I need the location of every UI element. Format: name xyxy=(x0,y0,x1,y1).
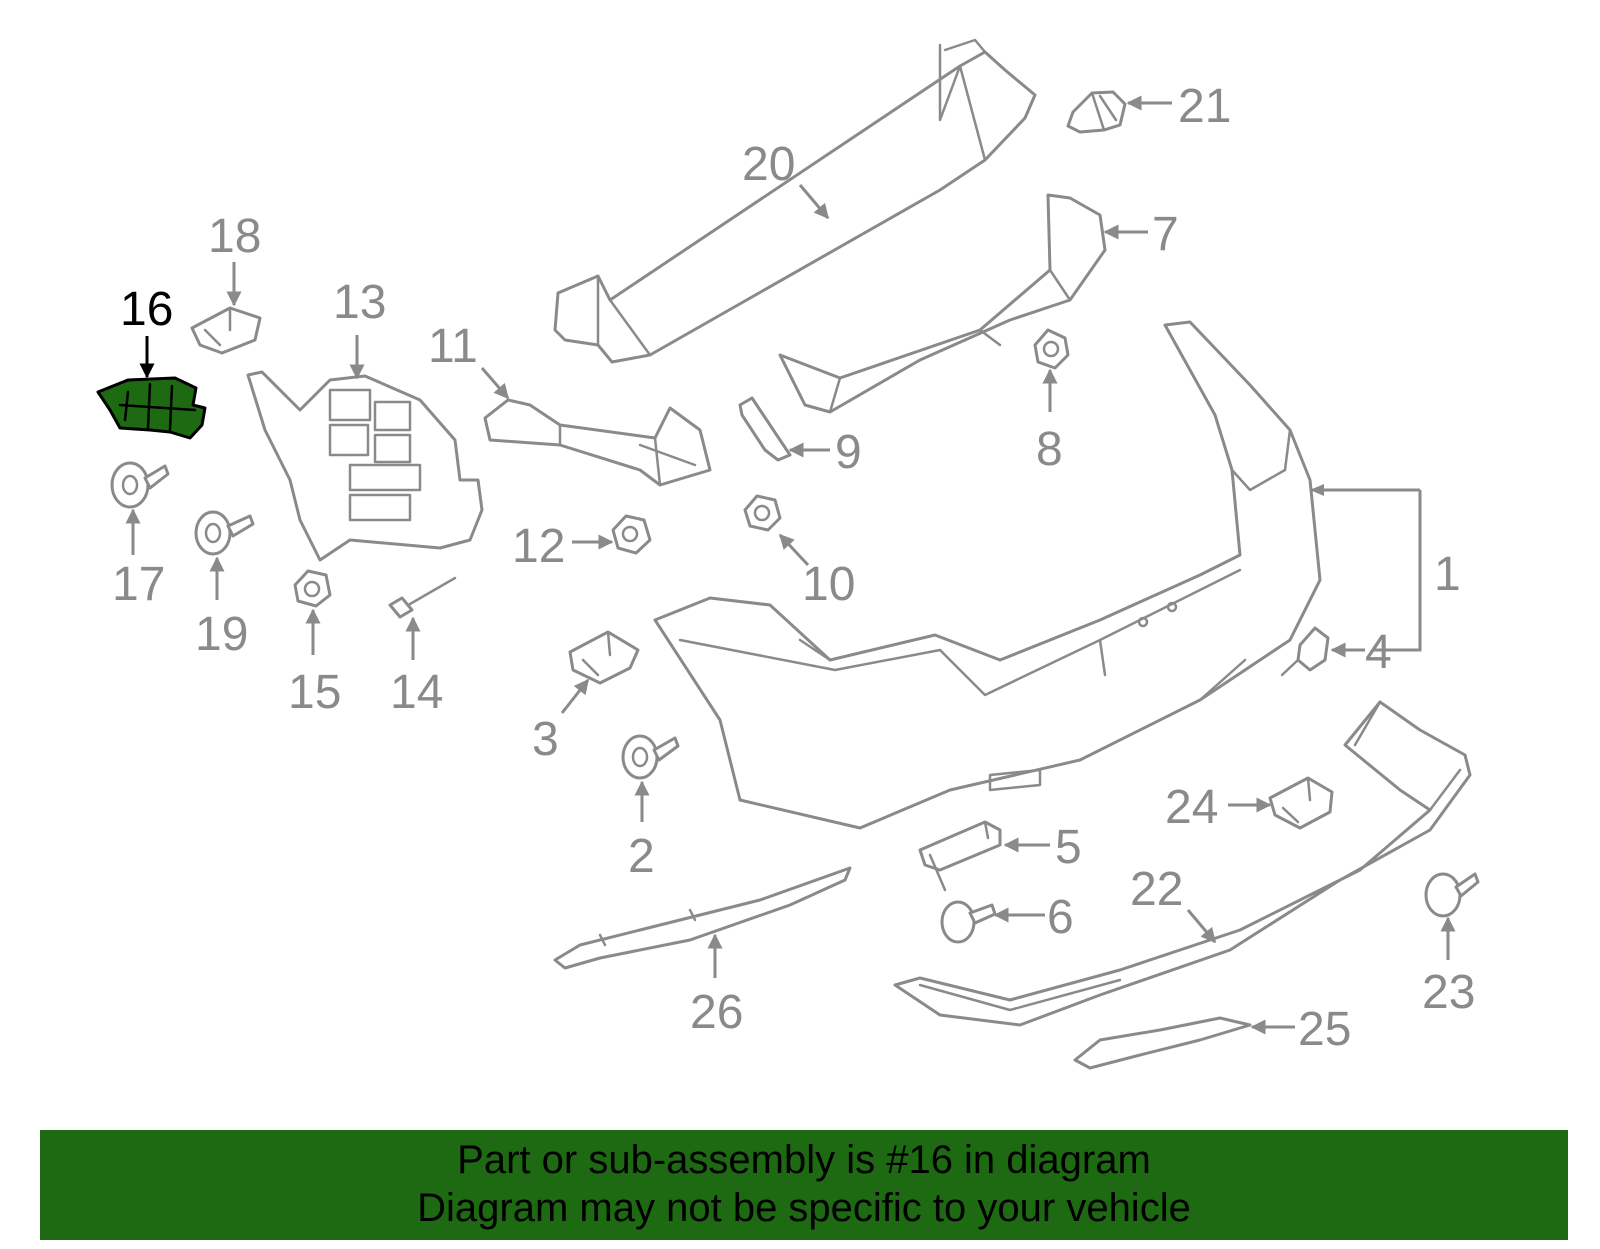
callout-25: 25 xyxy=(1298,1003,1351,1056)
leader-1-bracket xyxy=(1312,488,1422,652)
part-20-reinforcement-beam xyxy=(553,38,1037,364)
part-15-nut xyxy=(293,569,332,608)
info-banner: Part or sub-assembly is #16 in diagram D… xyxy=(40,1130,1568,1240)
callout-10: 10 xyxy=(802,558,855,611)
callout-1: 1 xyxy=(1434,548,1461,601)
callout-9: 9 xyxy=(835,426,862,479)
parts-diagram: 1 2 3 4 5 6 7 8 9 10 11 12 13 14 15 16 1… xyxy=(96,38,1480,1070)
callout-18: 18 xyxy=(208,210,261,263)
part-6-push-pin xyxy=(940,900,997,944)
part-17-push-pin xyxy=(110,461,170,509)
part-13-bracket xyxy=(246,370,484,562)
callout-24: 24 xyxy=(1165,781,1218,834)
part-3-clip xyxy=(568,630,640,685)
part-16-highlighted-bracket xyxy=(96,376,207,440)
callout-8: 8 xyxy=(1036,423,1063,476)
part-12-nut xyxy=(611,514,652,555)
part-23-push-pin xyxy=(1424,872,1480,918)
callout-11: 11 xyxy=(428,320,478,373)
callout-5: 5 xyxy=(1055,821,1082,874)
callout-26: 26 xyxy=(690,986,743,1039)
part-24-clip xyxy=(1268,776,1334,830)
leader-22 xyxy=(1186,909,1217,944)
leader-20 xyxy=(798,184,830,220)
callout-labels: 1 2 3 4 5 6 7 8 9 10 11 12 13 14 15 16 1… xyxy=(112,80,1475,1056)
callout-7: 7 xyxy=(1152,208,1179,261)
callout-12: 12 xyxy=(512,520,565,573)
part-9-clip xyxy=(738,396,792,462)
callout-17: 17 xyxy=(112,558,165,611)
banner-part-notice: Part or sub-assembly is #16 in diagram xyxy=(457,1138,1151,1182)
part-8-nut xyxy=(1033,328,1070,370)
callout-21: 21 xyxy=(1178,80,1231,133)
part-26-trim-strip xyxy=(553,866,852,970)
part-18-clip xyxy=(190,306,262,355)
part-1-bumper-cover xyxy=(653,320,1322,830)
part-7-energy-absorber xyxy=(778,193,1107,414)
callout-14: 14 xyxy=(390,666,443,719)
part-11-bracket xyxy=(483,398,712,487)
callout-15: 15 xyxy=(288,666,341,719)
part-21-bolt xyxy=(1066,90,1127,134)
callout-2: 2 xyxy=(628,830,655,883)
callout-20: 20 xyxy=(742,138,795,191)
banner-disclaimer: Diagram may not be specific to your vehi… xyxy=(417,1186,1191,1230)
leader-1-arrow xyxy=(1310,484,1324,496)
leader-3 xyxy=(560,678,590,714)
leader-lines xyxy=(125,95,1456,1035)
leader-10 xyxy=(778,533,810,567)
part-5-bracket xyxy=(918,820,1002,892)
part-4-reflector xyxy=(1280,626,1330,677)
callout-23: 23 xyxy=(1422,966,1475,1019)
callout-19: 19 xyxy=(195,608,248,661)
callout-3: 3 xyxy=(532,713,559,766)
part-10-nut xyxy=(743,494,782,532)
part-14-rivet xyxy=(388,576,457,619)
part-25-trim-strip xyxy=(1073,1016,1252,1070)
part-2-push-pin xyxy=(621,734,680,780)
part-19-push-pin xyxy=(194,510,255,556)
callout-22: 22 xyxy=(1130,863,1183,916)
callout-13: 13 xyxy=(333,276,386,329)
callout-4: 4 xyxy=(1365,626,1392,679)
leader-11 xyxy=(480,367,510,400)
part-22-lower-valance xyxy=(893,700,1472,1027)
callout-6: 6 xyxy=(1047,891,1074,944)
callout-16: 16 xyxy=(120,283,173,336)
